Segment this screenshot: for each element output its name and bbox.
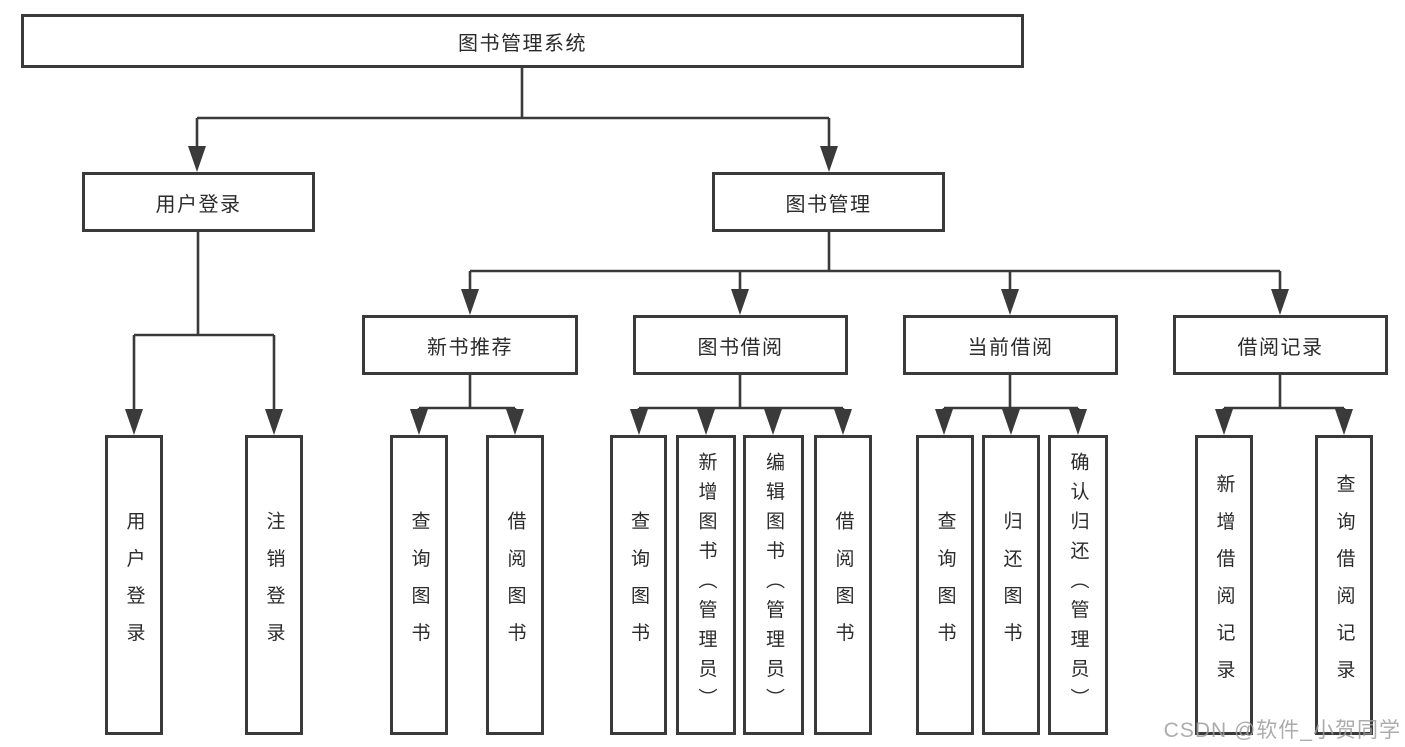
leaf-label: 查询图书 <box>934 510 956 660</box>
leaf-current-return-books: 归还图书 <box>982 435 1040 735</box>
leaf-current-confirm-return-admin: 确认归还（管理员） <box>1048 435 1108 735</box>
node-current-borrow: 当前借阅 <box>903 315 1118 375</box>
node-new-book-recommend: 新书推荐 <box>362 315 578 375</box>
node-book-management: 图书管理 <box>712 172 945 232</box>
node-label: 当前借阅 <box>967 336 1054 359</box>
leaf-borrow-add-books-admin: 新增图书（管理员） <box>676 435 736 735</box>
leaf-label: 查询借阅记录 <box>1333 473 1355 697</box>
leaf-borrow-borrow-books: 借阅图书 <box>814 435 872 735</box>
leaf-label: 用户登录 <box>123 510 145 660</box>
leaf-borrow-query-books: 查询图书 <box>610 435 667 735</box>
leaf-label: 注销登录 <box>263 510 285 660</box>
leaf-borrow-edit-books-admin: 编辑图书（管理员） <box>743 435 804 735</box>
leaf-label: 查询图书 <box>628 510 649 660</box>
csdn-watermark: CSDN @软件_小贺同学 <box>1163 719 1401 742</box>
leaf-logout: 注销登录 <box>245 435 303 735</box>
node-library-system: 图书管理系统 <box>21 14 1024 68</box>
node-label: 图书借阅 <box>697 336 784 359</box>
leaf-label: 确认归还（管理员） <box>1067 452 1089 718</box>
leaf-label: 借阅图书 <box>832 510 854 660</box>
node-label: 图书管理系统 <box>458 32 587 55</box>
node-borrow-records: 借阅记录 <box>1173 315 1388 375</box>
arrowheads <box>125 146 1353 435</box>
leaf-label: 新增借阅记录 <box>1213 473 1235 697</box>
leaf-newbook-query-books: 查询图书 <box>390 435 448 735</box>
node-book-borrow: 图书借阅 <box>633 315 848 375</box>
node-label: 用户登录 <box>155 193 242 216</box>
leaf-label: 编辑图书（管理员） <box>763 452 784 718</box>
node-label: 新书推荐 <box>427 336 513 359</box>
leaf-current-query-books: 查询图书 <box>916 435 974 735</box>
node-user-login: 用户登录 <box>82 172 315 232</box>
leaf-label: 新增图书（管理员） <box>695 452 717 718</box>
leaf-label: 归还图书 <box>1000 510 1022 660</box>
leaf-label: 借阅图书 <box>504 510 526 660</box>
leaf-user-login: 用户登录 <box>105 435 163 735</box>
node-label: 图书管理 <box>785 193 872 216</box>
leaf-newbook-borrow-books: 借阅图书 <box>486 435 544 735</box>
leaf-records-add-record: 新增借阅记录 <box>1195 435 1253 735</box>
node-label: 借阅记录 <box>1237 336 1324 359</box>
leaf-records-query-record: 查询借阅记录 <box>1315 435 1373 735</box>
leaf-label: 查询图书 <box>408 510 430 660</box>
